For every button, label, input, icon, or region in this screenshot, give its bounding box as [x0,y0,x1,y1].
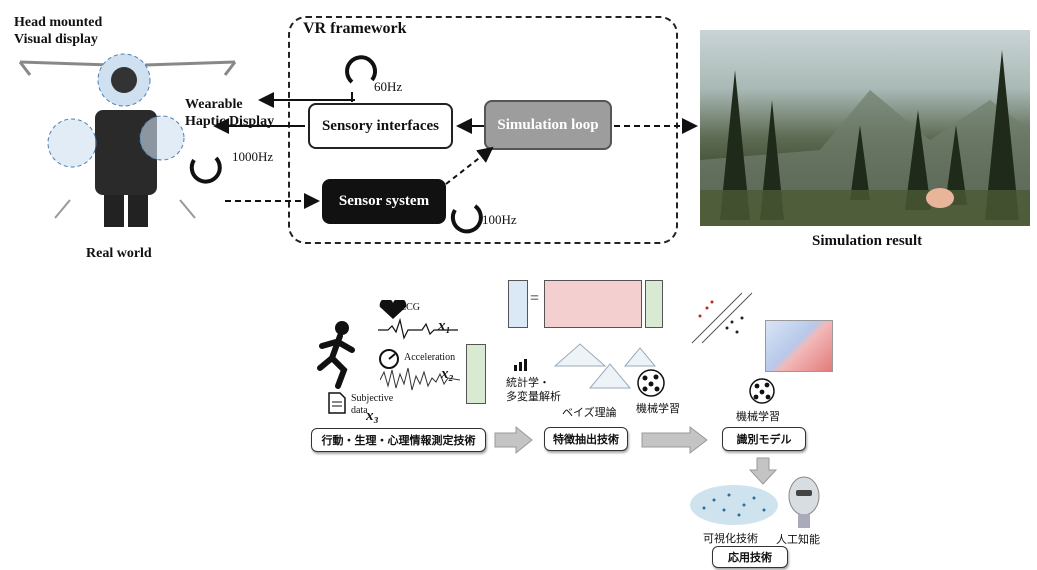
chart-icon [514,359,527,371]
stats-line1: 統計学・ [506,376,550,389]
robot-head-image [788,476,820,528]
hmd-label-line1: Head mounted [14,15,103,30]
ecg-label: ECG [400,302,420,313]
ml-label-1: 機械学習 [636,402,680,415]
document-icon [328,392,346,414]
equals-sign: = [530,290,540,307]
x2-label: x₂ [441,366,454,382]
vr-user-illustration [18,53,237,227]
x-vector [645,280,663,328]
subjective-line2: data [351,405,368,416]
x1-label: x₁ [438,318,451,334]
network-visualization [690,485,778,525]
weight-matrix [544,280,642,328]
y-vector [508,280,528,328]
ecg-signal [378,318,458,340]
subjective-line1: Subjective [351,393,394,404]
acceleration-signal [380,367,460,391]
sensory-interfaces-box: Sensory interfaces [308,103,453,149]
bayes-label: ベイズ理論 [562,406,617,419]
hmd-label: Head mounted Visual display [14,14,102,48]
hz-1000-label: 1000Hz [232,149,274,164]
hmd-label-line2: Visual display [14,32,98,47]
stats-label: 統計学・ 多変量解析 [506,376,561,404]
hz-100-label: 100Hz [482,212,517,227]
measurement-tech-box: 行動・生理・心理情報測定技術 [311,428,486,452]
subjective-label: Subjective data [351,393,393,417]
vr-framework-container [288,16,678,244]
visualization-label: 可視化技術 [703,532,758,545]
gauge-icon [379,349,399,369]
simulation-loop-box: Simulation loop [484,100,612,150]
feature-vector [466,344,486,404]
ai-label: 人工知能 [776,533,820,546]
simulation-result-label: Simulation result [812,233,923,249]
neural-net-icon [637,369,665,397]
real-world-label: Real world [86,246,152,261]
neural-net-icon-2 [749,378,775,404]
bayes-network-diagram [553,343,657,389]
decision-boundary-plot [765,320,833,372]
ml-label-2: 機械学習 [736,410,780,423]
sensor-system-box: Sensor system [322,179,446,224]
x3-label: x₃ [366,408,379,424]
runner-icon [317,321,355,389]
simulation-result-image [700,30,1030,226]
vr-framework-title: VR framework [303,20,407,37]
stats-line2: 多変量解析 [506,390,561,403]
feature-extraction-box: 特徴抽出技術 [544,427,628,451]
haptic-label-line1: Wearable [185,97,243,112]
hz-60-label: 60Hz [374,79,403,94]
top-flow-arrows [189,55,698,234]
application-tech-box: 応用技術 [712,546,788,568]
acceleration-label: Acceleration [404,352,456,363]
svm-plot [691,292,753,344]
heart-ecg-icon [379,300,407,319]
classification-model-box: 識別モデル [722,427,806,451]
